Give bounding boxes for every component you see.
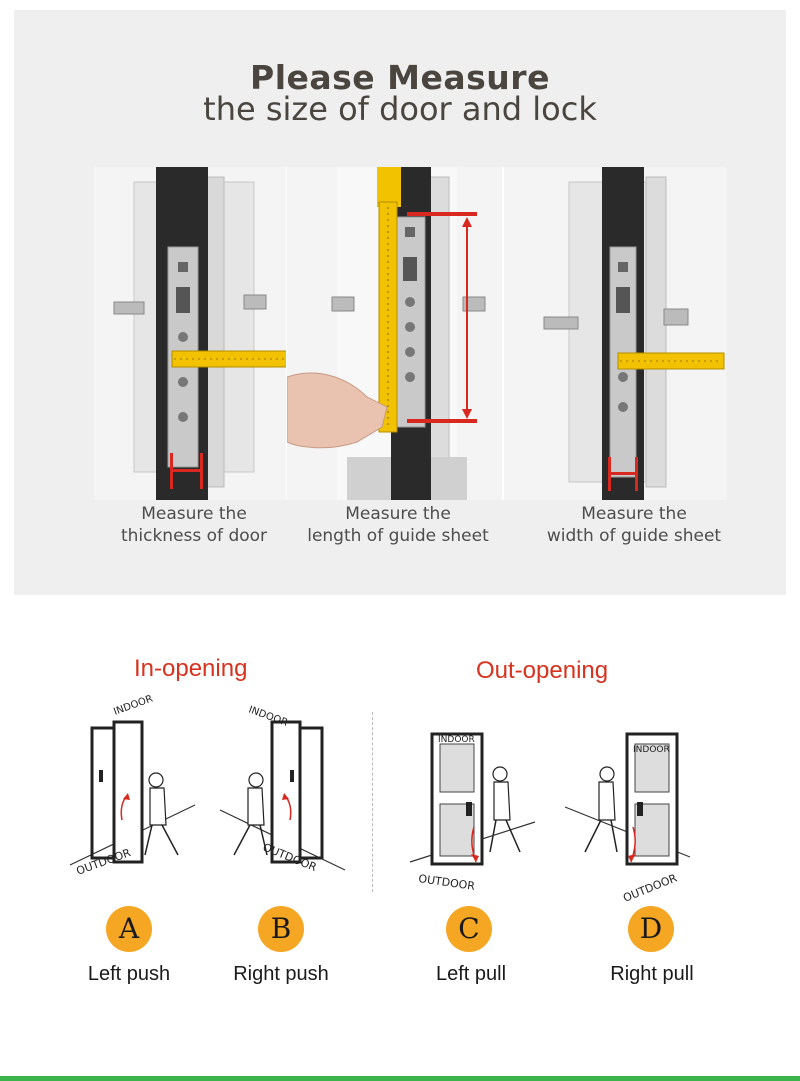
label-right-push: Right push — [233, 963, 329, 985]
photo-guide-length — [287, 167, 502, 500]
page-subtitle: the size of door and lock — [203, 90, 597, 128]
badge-d: D — [628, 906, 674, 952]
photo-divider — [502, 167, 504, 500]
indoor-label: INDOOR — [112, 694, 154, 718]
badge-b: B — [258, 906, 304, 952]
bottom-accent-bar — [0, 1076, 800, 1081]
caption-door-thickness: Measure the thickness of door — [120, 504, 268, 546]
label-right-pull: Right pull — [610, 963, 694, 985]
diagram-left-push: INDOOR OUTDOOR — [69, 694, 200, 890]
outdoor-label: OUTDOOR — [621, 871, 679, 904]
diagram-right-pull: INDOOR OUTDOOR — [564, 712, 695, 905]
page-title: Please Measure — [250, 58, 550, 97]
caption-guide-width: Measure the width of guide sheet — [546, 504, 722, 546]
measure-section: Please Measure the size of door and lock — [14, 10, 786, 595]
badge-a: A — [106, 906, 152, 952]
photo-door-thickness — [94, 167, 294, 500]
photo-guide-width — [504, 167, 726, 500]
label-left-pull: Left pull — [435, 963, 507, 985]
label-left-push: Left push — [87, 963, 171, 985]
caption-guide-length: Measure the length of guide sheet — [307, 504, 489, 546]
out-opening-title: Out-opening — [476, 657, 609, 684]
badge-c: C — [446, 906, 492, 952]
diagram-left-pull: INDOOR OUTDOOR — [409, 712, 540, 902]
section-divider — [372, 712, 373, 892]
indoor-label: INDOOR — [438, 735, 475, 745]
indoor-label: INDOOR — [633, 745, 670, 755]
in-opening-title: In-opening — [134, 655, 248, 682]
diagram-right-push: INDOOR OUTDOOR — [219, 700, 350, 890]
outdoor-label: OUTDOOR — [418, 872, 476, 893]
indoor-label: INDOOR — [247, 704, 289, 728]
